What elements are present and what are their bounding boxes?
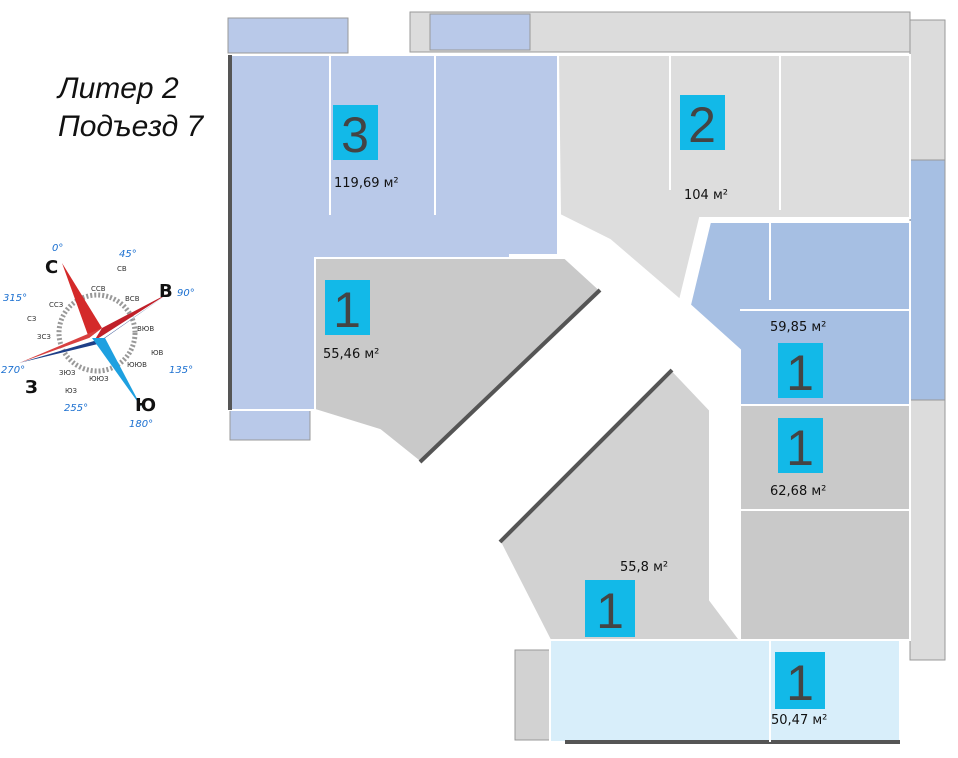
svg-text:1: 1 xyxy=(786,345,814,401)
room-badge: 1 xyxy=(585,580,635,639)
area-label: 55,8 м² xyxy=(620,560,668,575)
apartment-1-room-e[interactable] xyxy=(549,639,901,743)
partitions xyxy=(329,55,910,742)
compass-sw: ЮЗ xyxy=(65,387,78,395)
compass-needle-south xyxy=(92,338,142,408)
svg-text:1: 1 xyxy=(333,282,361,338)
compass-minor: ЮЮЗ xyxy=(89,375,109,383)
compass-se: ЮВ xyxy=(151,349,164,357)
compass-minor: ЗЮЗ xyxy=(59,369,76,377)
balcony xyxy=(229,409,311,441)
room-badge: 1 xyxy=(775,652,825,711)
room-badge: 1 xyxy=(778,343,823,401)
room-badge: 2 xyxy=(680,95,725,153)
compass-degree: 270° xyxy=(1,365,25,376)
balcony xyxy=(429,13,531,51)
compass-west: З xyxy=(25,377,38,398)
balcony xyxy=(909,159,946,401)
compass-minor: ССЗ xyxy=(49,301,64,309)
compass-degree: 45° xyxy=(119,249,137,260)
compass-south: Ю xyxy=(135,395,156,416)
balcony xyxy=(514,649,551,741)
compass-minor: ВСВ xyxy=(125,295,140,303)
compass-nw: СЗ xyxy=(27,315,37,323)
compass-minor: ЮЮВ xyxy=(127,361,147,369)
svg-text:2: 2 xyxy=(688,97,716,153)
compass-east: В xyxy=(159,281,173,302)
compass-degree: 0° xyxy=(52,243,63,254)
area-label: 59,85 м² xyxy=(770,320,826,335)
compass-degree: 135° xyxy=(169,365,193,376)
balcony xyxy=(909,399,946,661)
area-label: 119,69 м² xyxy=(334,176,399,191)
area-label: 50,47 м² xyxy=(771,713,827,728)
compass-degree: 180° xyxy=(129,419,153,430)
svg-text:1: 1 xyxy=(786,655,814,711)
area-label: 62,68 м² xyxy=(770,484,826,499)
room-badge: 1 xyxy=(325,280,370,338)
svg-text:1: 1 xyxy=(786,420,814,476)
compass-degree: 315° xyxy=(3,293,27,304)
walls xyxy=(228,55,900,744)
room-badge: 3 xyxy=(333,105,378,163)
svg-text:3: 3 xyxy=(341,107,369,163)
compass-north: С xyxy=(45,257,58,278)
apartment-2-room[interactable] xyxy=(556,54,911,302)
area-label: 55,46 м² xyxy=(323,347,379,362)
balcony xyxy=(909,19,946,161)
room-badge: 1 xyxy=(778,418,823,476)
svg-text:1: 1 xyxy=(596,583,624,639)
compass-rose: С В Ю З СВ ЮВ ЮЗ СЗ ССВ ВСВ ВЮВ ЮЮВ ЮЮЗ … xyxy=(1,243,195,430)
compass-minor: ССВ xyxy=(91,285,106,293)
compass-minor: ВЮВ xyxy=(137,325,154,333)
compass-degree: 255° xyxy=(64,403,88,414)
compass-ne: СВ xyxy=(117,265,127,273)
apartment-1-room-c[interactable] xyxy=(739,404,911,641)
compass-needle-north xyxy=(62,263,102,338)
building-label: Литер 2 xyxy=(58,72,179,105)
balcony xyxy=(227,17,349,54)
entrance-label: Подъезд 7 xyxy=(58,110,204,143)
compass-minor: ЗСЗ xyxy=(37,333,51,341)
compass-degree: 90° xyxy=(177,288,195,299)
area-label: 104 м² xyxy=(684,188,728,203)
